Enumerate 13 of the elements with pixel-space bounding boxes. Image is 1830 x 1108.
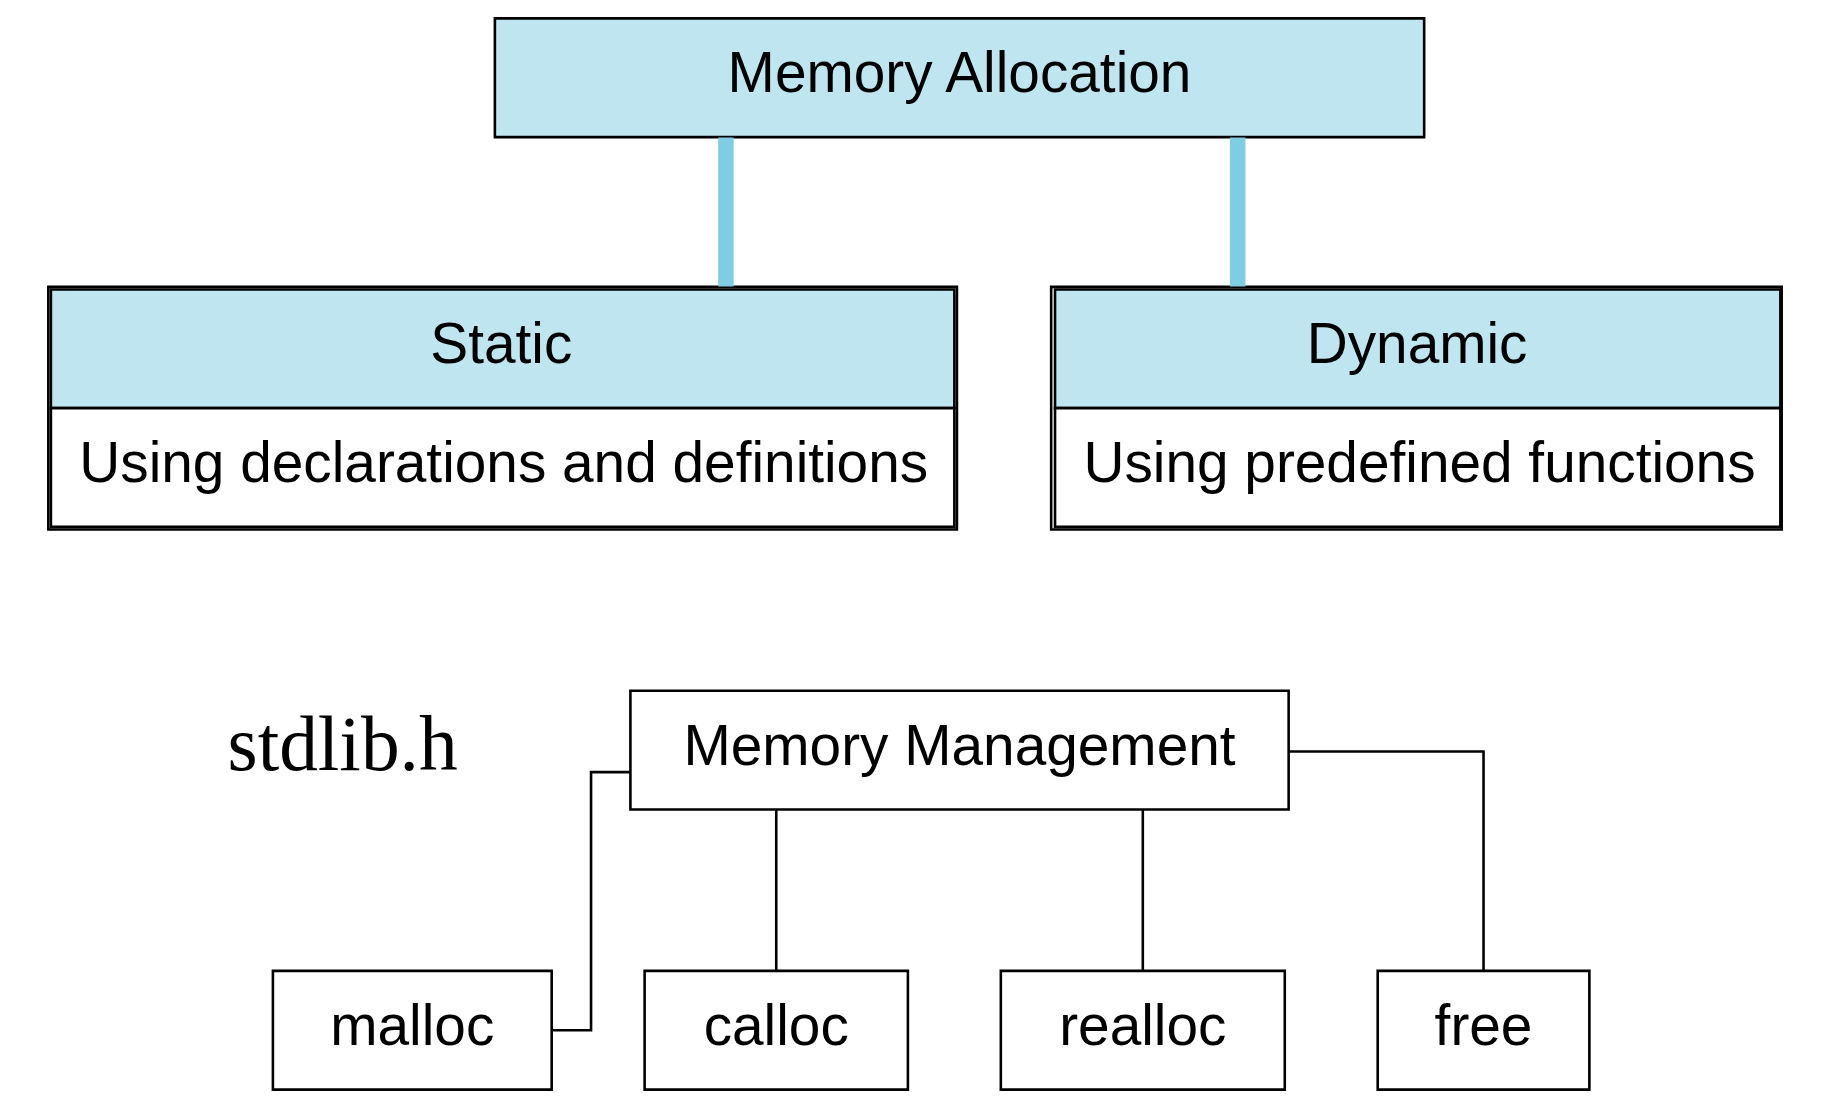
node-label: stdlib.h	[227, 700, 458, 787]
connector	[1289, 750, 1485, 971]
connector	[552, 770, 630, 1032]
node-box: calloc	[643, 969, 910, 1091]
node-box: free	[1376, 969, 1591, 1091]
connector	[1229, 137, 1246, 287]
node-box: Memory Allocation	[493, 17, 1426, 139]
connector	[1141, 809, 1145, 970]
node-box: realloc	[999, 969, 1287, 1091]
connector	[718, 137, 734, 287]
node-box: Memory Management	[629, 689, 1290, 811]
node-box: malloc	[271, 969, 553, 1091]
connector	[774, 809, 778, 970]
